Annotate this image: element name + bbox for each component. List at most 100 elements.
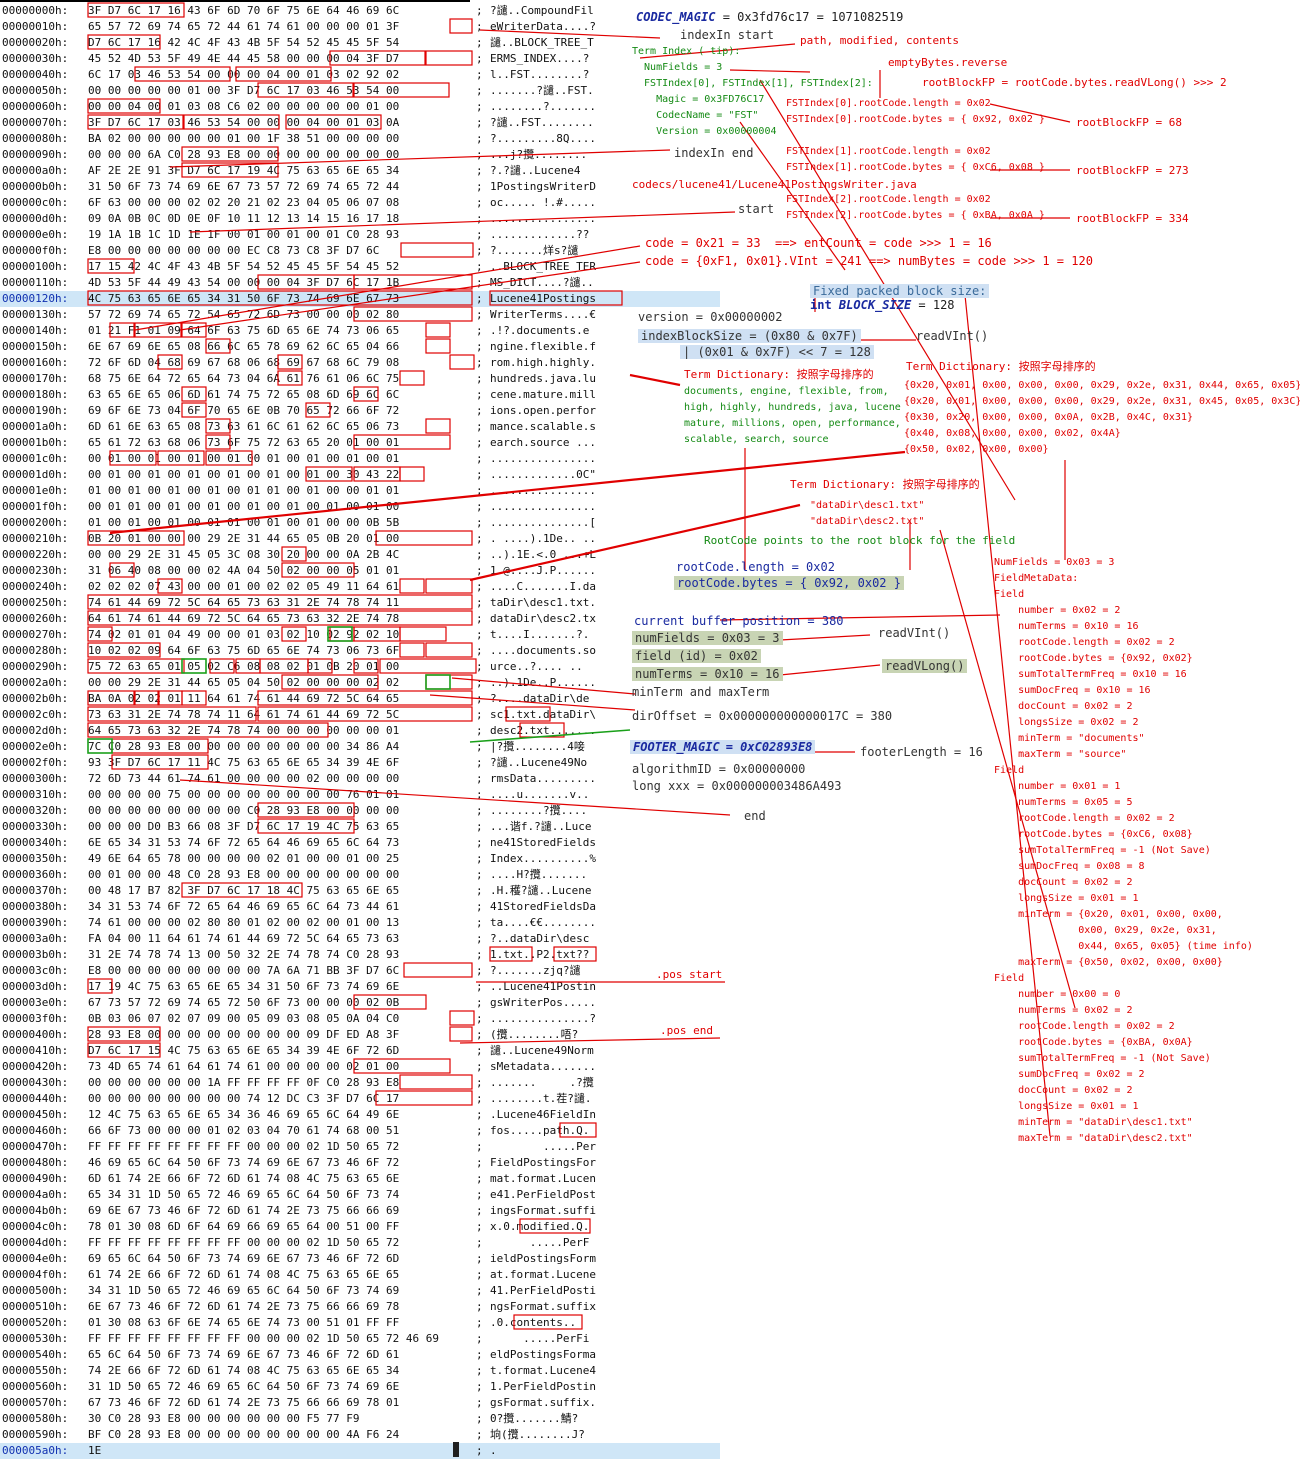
hex-ascii[interactable]: 譴..Lucene49Norm — [490, 1044, 594, 1057]
hex-bytes[interactable]: 74 2E 66 6F 72 6D 61 74 08 4C 75 63 65 6… — [88, 1364, 400, 1377]
hex-bytes[interactable]: 00 00 29 2E 31 45 05 3C 08 30 20 00 00 0… — [88, 548, 400, 561]
hex-ascii[interactable]: e41.PerFieldPost — [490, 1188, 596, 1201]
hex-bytes[interactable]: 31 1D 50 65 72 46 69 65 6C 64 50 6F 73 7… — [88, 1380, 400, 1393]
hex-row[interactable]: 000004d0h:FF FF FF FF FF FF FF FF 00 00 … — [0, 1235, 720, 1251]
hex-row[interactable]: 000004b0h:69 6E 67 73 46 6F 72 6D 61 74 … — [0, 1203, 720, 1219]
hex-bytes[interactable]: 61 74 2E 66 6F 72 6D 61 74 08 4C 75 63 6… — [88, 1268, 400, 1281]
hex-ascii[interactable]: sMetadata....... — [490, 1060, 596, 1073]
hex-bytes[interactable]: 65 34 31 1D 50 65 72 46 69 65 6C 64 50 6… — [88, 1188, 400, 1201]
hex-ascii[interactable]: eldPostingsForma — [490, 1348, 596, 1361]
hex-ascii[interactable]: .H.穫?譴..Lucene — [490, 884, 592, 897]
hex-row[interactable]: 000005a0h:1E;. — [0, 1443, 720, 1459]
hex-ascii[interactable]: rom.high.highly. — [490, 356, 596, 369]
hex-bytes[interactable]: 67 73 46 6F 72 6D 61 74 2E 73 75 66 66 6… — [88, 1396, 400, 1409]
hex-ascii[interactable]: FieldPostingsFor — [490, 1156, 596, 1169]
hex-bytes[interactable]: 65 6C 64 50 6F 73 74 69 6E 67 73 46 6F 7… — [88, 1348, 400, 1361]
hex-row[interactable]: 00000530h:FF FF FF FF FF FF FF FF 00 00 … — [0, 1331, 720, 1347]
hex-row[interactable]: 00000360h:00 01 00 00 48 C0 28 93 E8 00 … — [0, 867, 720, 883]
hex-ascii[interactable]: dataDir\desc2.tx — [490, 612, 596, 625]
hex-ascii[interactable]: earch.source ... — [490, 436, 596, 449]
hex-bytes[interactable]: 78 01 30 08 6D 6F 64 69 66 69 65 64 00 5… — [88, 1220, 400, 1233]
hex-bytes[interactable]: 00 00 00 00 00 00 00 00 74 12 DC C3 3F D… — [88, 1092, 400, 1105]
hex-bytes[interactable]: 1E — [88, 1444, 102, 1457]
hex-ascii[interactable]: ngine.flexible.f — [490, 340, 596, 353]
hex-bytes[interactable]: FA 04 00 11 64 61 74 61 44 69 72 5C 64 6… — [88, 932, 400, 945]
hex-row[interactable]: 00000350h:49 6E 64 65 78 00 00 00 00 02 … — [0, 851, 720, 867]
hex-ascii[interactable]: ?譴..FST........ — [490, 116, 594, 129]
hex-ascii[interactable]: mat.format.Lucen — [490, 1172, 596, 1185]
hex-ascii[interactable]: urce..?.... .. — [490, 660, 583, 673]
hex-ascii[interactable]: gsFormat.suffix. — [490, 1396, 596, 1409]
hex-ascii[interactable]: .......?譴..FST. — [490, 84, 594, 97]
hex-row[interactable]: 00000570h:67 73 46 6F 72 6D 61 74 2E 73 … — [0, 1395, 720, 1411]
hex-ascii[interactable]: ...............? — [490, 1012, 596, 1025]
hex-ascii[interactable]: ........?....... — [490, 100, 596, 113]
hex-ascii[interactable]: .Lucene46FieldIn — [490, 1108, 596, 1121]
hex-ascii[interactable]: ....H?攬....... — [490, 868, 588, 881]
hex-ascii[interactable]: mance.scalable.s — [490, 420, 596, 433]
hex-bytes[interactable]: 69 6E 67 73 46 6F 72 6D 61 74 2E 73 75 6… — [88, 1204, 400, 1217]
hex-bytes[interactable]: FF FF FF FF FF FF FF FF 00 00 00 02 1D 5… — [88, 1236, 400, 1249]
hex-bytes[interactable]: 49 6E 64 65 78 00 00 00 00 02 01 00 00 0… — [88, 852, 400, 865]
hex-ascii[interactable]: hundreds.java.lu — [490, 372, 596, 385]
hex-row[interactable]: 000004f0h:61 74 2E 66 6F 72 6D 61 74 08 … — [0, 1267, 720, 1283]
hex-bytes[interactable]: 31 2E 74 78 74 13 00 50 32 2E 74 78 74 C… — [88, 948, 400, 961]
hex-ascii[interactable]: .....PerF — [490, 1236, 590, 1249]
hex-bytes[interactable]: 30 C0 28 93 E8 00 00 00 00 00 00 F5 77 F… — [88, 1412, 360, 1425]
hex-ascii[interactable]: ..Lucene41Postin — [490, 980, 596, 993]
hex-row[interactable]: 00000170h:68 75 6E 64 72 65 64 73 04 6A … — [0, 371, 720, 387]
hex-ascii[interactable]: |?攬........4唼 — [490, 740, 585, 753]
hex-bytes[interactable]: 12 4C 75 63 65 6E 65 34 36 46 69 65 6C 6… — [88, 1108, 400, 1121]
hex-row[interactable]: 00000390h:74 61 00 00 00 02 80 80 01 02 … — [0, 915, 720, 931]
hex-ascii[interactable]: ta....€€........ — [490, 916, 596, 929]
hex-row[interactable]: 000003e0h:67 73 57 72 69 74 65 72 50 6F … — [0, 995, 720, 1011]
hex-row[interactable]: 000004e0h:69 65 6C 64 50 6F 73 74 69 6E … — [0, 1251, 720, 1267]
hex-bytes[interactable]: FF FF FF FF FF FF FF FF 00 00 00 02 1D 5… — [88, 1140, 400, 1153]
hex-row[interactable]: 000000b0h:31 50 6F 73 74 69 6E 67 73 57 … — [0, 179, 720, 195]
hex-ascii[interactable]: 1PostingsWriterD — [490, 180, 596, 193]
hex-row[interactable]: 00000060h:00 00 04 00 01 03 08 C6 02 00 … — [0, 99, 720, 115]
hex-ascii[interactable]: 譴..BLOCK_TREE_T — [490, 36, 594, 49]
hex-row[interactable]: 00000500h:34 31 1D 50 65 72 46 69 65 6C … — [0, 1283, 720, 1299]
hex-ascii[interactable]: ?譴..CompoundFil — [490, 4, 594, 17]
hex-bytes[interactable]: 01 30 08 63 6F 6E 74 65 6E 74 73 00 51 0… — [88, 1316, 400, 1329]
hex-ascii[interactable]: ieldPostingsForm — [490, 1252, 596, 1265]
hex-bytes[interactable]: 6E 65 34 31 53 74 6F 72 65 64 46 69 65 6… — [88, 836, 400, 849]
hex-row[interactable]: 00000560h:31 1D 50 65 72 46 69 65 6C 64 … — [0, 1379, 720, 1395]
hex-bytes[interactable]: 00 01 00 00 48 C0 28 93 E8 00 00 00 00 0… — [88, 868, 400, 881]
hex-row[interactable]: 00000080h:BA 02 00 00 00 00 00 01 00 1F … — [0, 131, 720, 147]
hex-row[interactable]: 00000470h:FF FF FF FF FF FF FF FF 00 00 … — [0, 1139, 720, 1155]
hex-ascii[interactable]: Index..........% — [490, 852, 596, 865]
hex-bytes[interactable]: 0B 03 06 07 02 07 09 00 05 09 03 08 05 0… — [88, 1012, 400, 1025]
hex-ascii[interactable]: ?..dataDir\desc — [490, 932, 590, 945]
hex-bytes[interactable]: 31 50 6F 73 74 69 6E 67 73 57 72 69 74 6… — [88, 180, 400, 193]
hex-ascii[interactable]: ?譴..Lucene49No — [490, 756, 588, 769]
hex-row[interactable]: 000003a0h:FA 04 00 11 64 61 74 61 44 69 … — [0, 931, 720, 947]
hex-bytes[interactable]: E8 00 00 00 00 00 00 00 00 7A 6A 71 BB 3… — [88, 964, 400, 977]
hex-ascii[interactable]: at.format.Lucene — [490, 1268, 596, 1281]
hex-bytes[interactable]: 69 65 6C 64 50 6F 73 74 69 6E 67 73 46 6… — [88, 1252, 400, 1265]
hex-bytes[interactable]: 6E 67 73 46 6F 72 6D 61 74 2E 73 75 66 6… — [88, 1300, 400, 1313]
hex-bytes[interactable]: 6F 63 00 00 00 02 02 20 21 02 23 04 05 0… — [88, 196, 400, 209]
hex-ascii[interactable]: 0?攬.......鯖? — [490, 1412, 579, 1425]
hex-bytes[interactable]: 65 57 72 69 74 65 72 44 61 74 61 00 00 0… — [88, 20, 400, 33]
hex-bytes[interactable]: BF C0 28 93 E8 00 00 00 00 00 00 00 00 4… — [88, 1428, 400, 1441]
hex-ascii[interactable]: ?.......zjq?譴 — [490, 964, 581, 977]
hex-row[interactable]: 000003f0h:0B 03 06 07 02 07 09 00 05 09 … — [0, 1011, 720, 1027]
hex-bytes[interactable]: 34 31 1D 50 65 72 46 69 65 6C 64 50 6F 7… — [88, 1284, 400, 1297]
hex-ascii[interactable]: ...谐f.?譴..Luce — [490, 820, 592, 833]
hex-ascii[interactable]: taDir\desc1.txt. — [490, 596, 596, 609]
hex-ascii[interactable]: ....C.......I.da — [490, 580, 596, 593]
hex-row[interactable]: 00000510h:6E 67 73 46 6F 72 6D 61 74 2E … — [0, 1299, 720, 1315]
hex-ascii[interactable]: ERMS_INDEX....? — [490, 52, 590, 65]
hex-row[interactable]: 00000580h:30 C0 28 93 E8 00 00 00 00 00 … — [0, 1411, 720, 1427]
hex-ascii[interactable]: ?.........8Q.... — [490, 132, 596, 145]
hex-bytes[interactable]: BA 02 00 00 00 00 00 01 00 1F 38 51 00 0… — [88, 132, 400, 145]
hex-row[interactable]: 00000550h:74 2E 66 6F 72 6D 61 74 08 4C … — [0, 1363, 720, 1379]
hex-ascii[interactable]: t....I.......?. — [490, 628, 590, 641]
hex-ascii[interactable]: oc..... !.#..... — [490, 196, 596, 209]
hex-ascii[interactable]: gsWriterPos..... — [490, 996, 596, 1009]
hex-ascii[interactable]: ....... .?攬 — [490, 1076, 594, 1089]
hex-ascii[interactable]: ngsFormat.suffix — [490, 1300, 596, 1313]
hex-row[interactable]: 00000450h:12 4C 75 63 65 6E 65 34 36 46 … — [0, 1107, 720, 1123]
